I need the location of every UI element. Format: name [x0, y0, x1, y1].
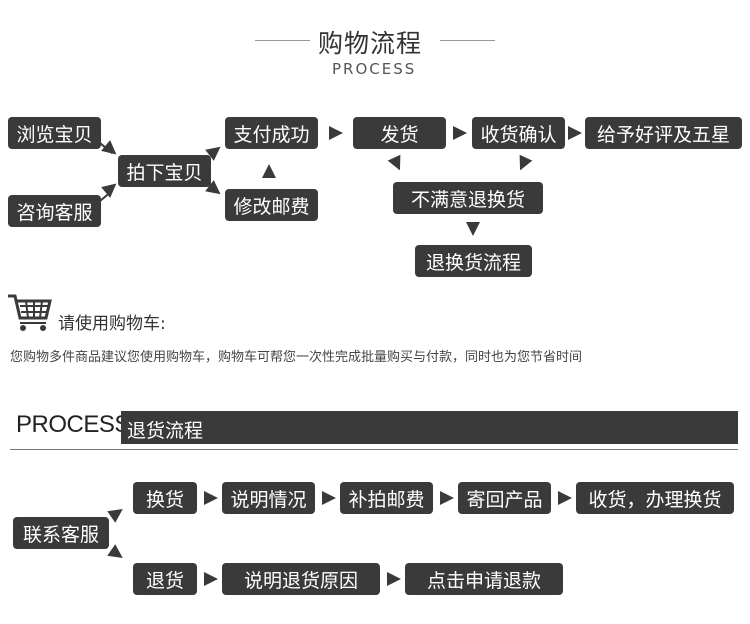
step-order: 拍下宝贝 — [118, 155, 211, 187]
arrow-repost-sendback — [440, 491, 454, 505]
step-unsatisfied: 不满意退换货 — [393, 182, 543, 214]
return-section-title: 退货流程 — [127, 420, 204, 442]
return-explain-reason: 说明退货原因 — [222, 563, 380, 595]
return-send-back: 寄回产品 — [458, 482, 551, 514]
cart-title: 请使用购物车: — [58, 314, 166, 334]
arrow-contact-exchange — [107, 503, 127, 523]
header-line-right — [440, 40, 495, 41]
arrow-confirm-unsatisfied — [513, 154, 533, 174]
return-section-bar — [121, 411, 738, 444]
arrow-confirm-review — [568, 126, 582, 140]
step-pay: 支付成功 — [225, 117, 318, 149]
cart-icon — [6, 292, 52, 336]
return-section-label: PROCESS — [16, 411, 130, 438]
arrow-exchange-explain — [204, 491, 218, 505]
step-confirm: 收货确认 — [472, 117, 565, 149]
arrow-ship-unsatisfied — [387, 154, 407, 174]
return-contact: 联系客服 — [13, 517, 109, 549]
return-explain: 说明情况 — [222, 482, 315, 514]
return-apply-refund: 点击申请退款 — [405, 563, 563, 595]
step-return-process: 退换货流程 — [415, 245, 532, 277]
return-section-underline — [10, 449, 738, 450]
return-receive-exchange: 收货，办理换货 — [576, 482, 734, 514]
return-exchange: 换货 — [133, 482, 197, 514]
arrow-refund-reason — [204, 572, 218, 586]
step-consult: 咨询客服 — [8, 195, 101, 227]
step-browse: 浏览宝贝 — [8, 117, 101, 149]
step-review: 给予好评及五星 — [585, 117, 742, 149]
arrow-contact-refund — [107, 544, 127, 564]
return-repost: 补拍邮费 — [340, 482, 433, 514]
arrow-pay-ship — [329, 126, 343, 140]
step-modify-postage: 修改邮费 — [225, 189, 318, 221]
arrow-reason-apply — [387, 572, 401, 586]
step-ship: 发货 — [353, 117, 446, 149]
header-line-left — [255, 40, 310, 41]
arrow-explain-repost — [322, 491, 336, 505]
cart-description: 您购物多件商品建议您使用购物车，购物车可帮您一次性完成批量购买与付款，同时也为您… — [10, 350, 583, 365]
arrow-modify-pay — [262, 164, 276, 178]
arrow-sendback-receive — [558, 491, 572, 505]
arrow-ship-confirm — [453, 126, 467, 140]
page-title: 购物流程 — [318, 29, 423, 58]
page-subtitle: PROCESS — [332, 60, 417, 78]
return-refund: 退货 — [133, 563, 197, 595]
arrow-unsatisfied-return — [466, 222, 480, 236]
